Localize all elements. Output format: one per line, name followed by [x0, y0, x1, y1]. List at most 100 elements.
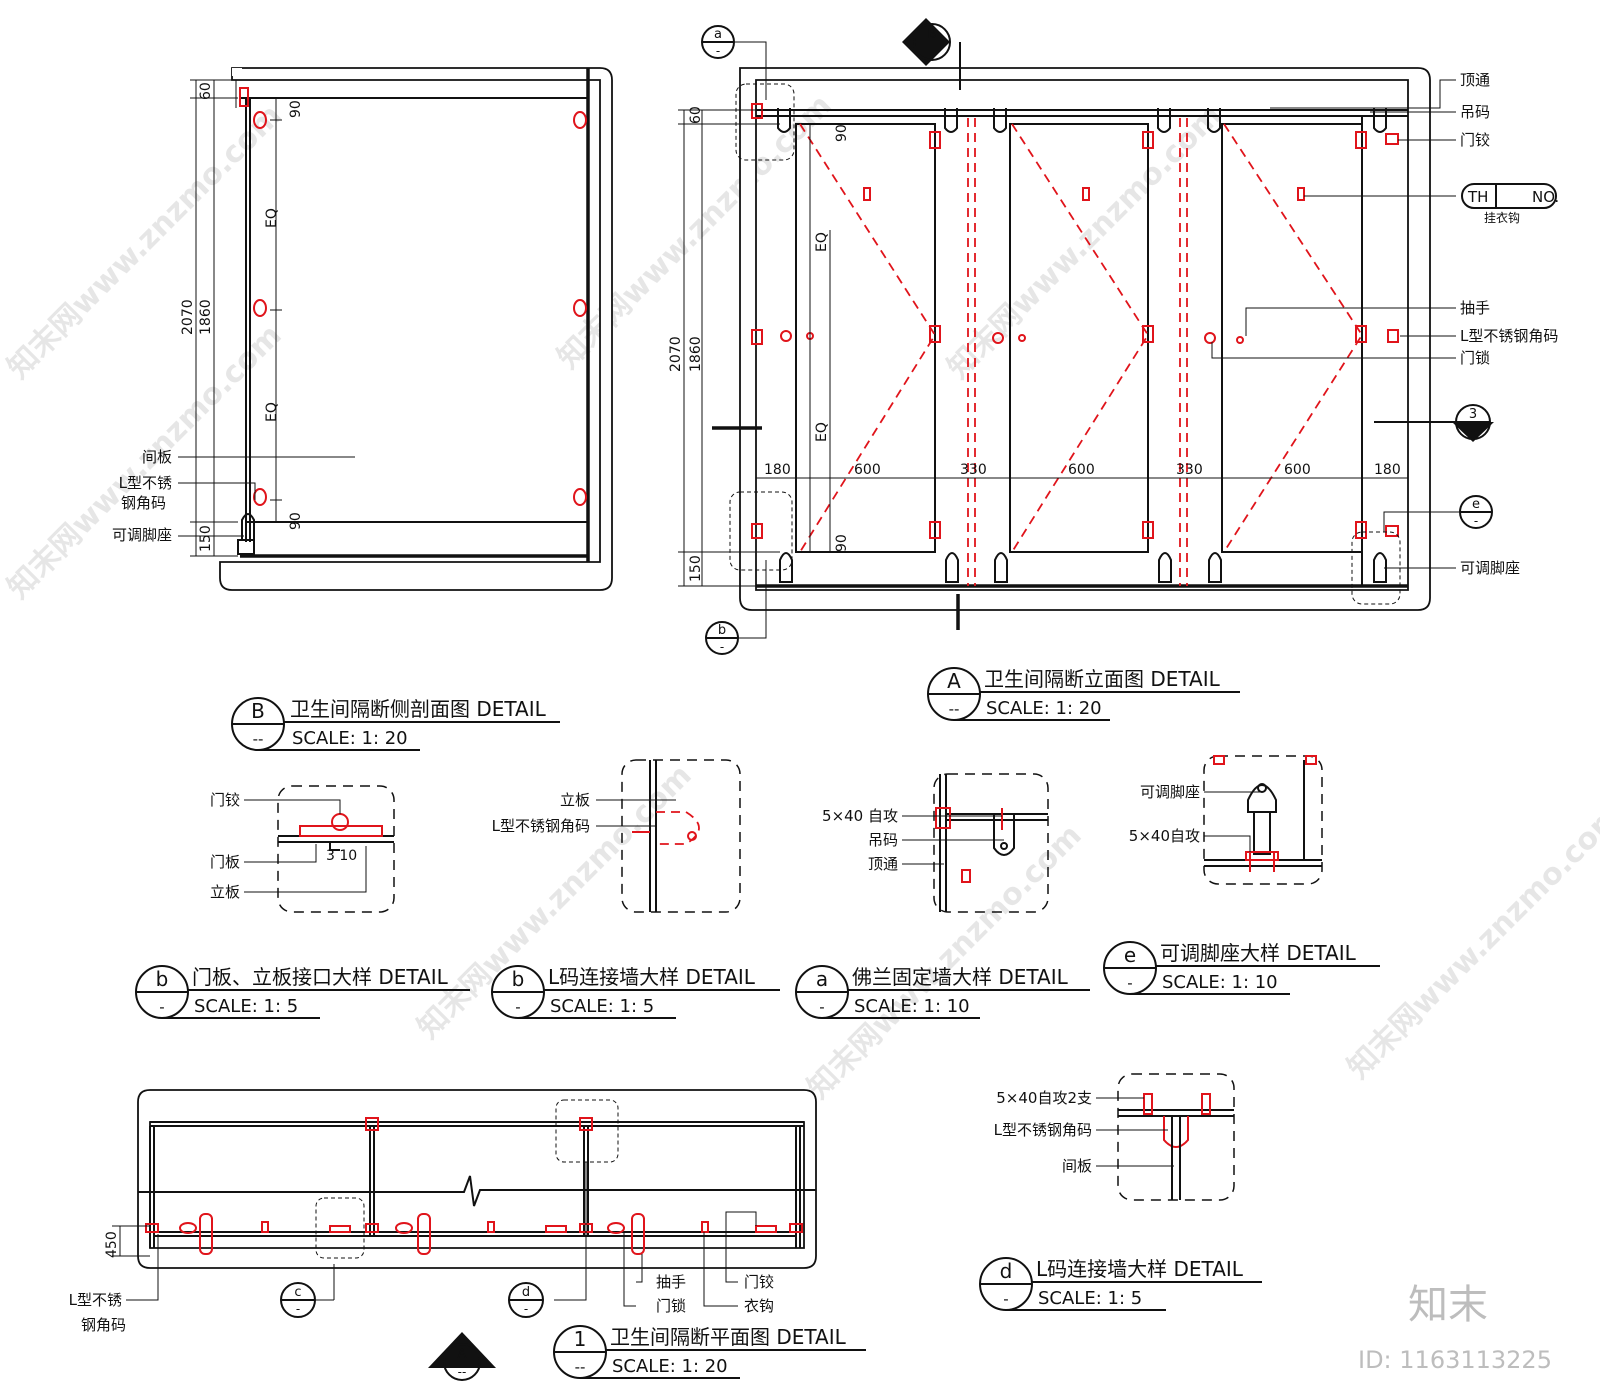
dim-180-left: 180: [764, 462, 791, 478]
concrete-wall: [219, 67, 613, 591]
detail-callout-boxes: [729, 83, 1401, 605]
svg-text:a: a: [714, 27, 722, 42]
callout-b-bottom: b -: [705, 560, 767, 655]
watermark-text: 知末网www.znzmo.com: [1341, 798, 1600, 1086]
foot-base: [237, 539, 255, 555]
dim-450: 450: [104, 1231, 120, 1258]
detail-title: 门板、立板接口大样 DETAIL: [192, 965, 449, 989]
svg-text:-: -: [524, 1302, 528, 1316]
label-handle: 抽手: [1460, 299, 1490, 317]
plan-hardware: [145, 1117, 803, 1255]
label-hanger: 吊码: [868, 831, 898, 849]
dim-eq-lower: EQ: [264, 402, 280, 422]
dim-1860: 1860: [688, 336, 704, 372]
top-clip: [239, 87, 249, 107]
dimension-lines: [190, 79, 282, 557]
title-mark-sub: --: [949, 700, 960, 718]
label-ceiling: 顶通: [868, 855, 898, 873]
detail-scale: SCALE: 1: 5: [194, 996, 298, 1017]
section-marker-3: 3 -: [1374, 404, 1494, 442]
svg-text:-: -: [819, 998, 824, 1016]
brand-logo: 知末: [1408, 1282, 1488, 1328]
elevation-a-drawing: 2070 1860 60 150 90 90 EQ EQ 180 600 330…: [668, 18, 1559, 655]
svg-text:-: -: [716, 44, 720, 58]
label-ceiling: 顶通: [1460, 71, 1490, 89]
detail-d-drawing: 5×40自攻2支 L型不锈钢角码 间板: [994, 1073, 1235, 1201]
dim-600-c: 600: [1284, 462, 1311, 478]
plan-1-scale: SCALE: 1: 20: [612, 1356, 728, 1377]
svg-text:-: -: [1474, 514, 1478, 528]
label-screw: 5×40自攻: [1129, 827, 1200, 845]
section-marker-b: B -: [902, 18, 961, 90]
title-detail-b2: b - L码连接墙大样 DETAIL SCALE: 1: 5: [491, 965, 780, 1019]
title-section-b: B -- 卫生间隔断侧剖面图 DETAIL SCALE: 1: 20: [231, 697, 560, 751]
plan-1-drawing: 450 L型不锈 钢角码 抽手 门锁 门铰 衣钩 c - d -: [69, 1089, 817, 1381]
section-b-scale: SCALE: 1: 20: [292, 728, 408, 749]
elevation-a-title: 卫生间隔断立面图 DETAIL: [984, 667, 1221, 691]
svg-text:b: b: [718, 623, 726, 638]
watermark-text: 知末网www.znzmo.com: [801, 818, 1089, 1106]
title-detail-d: d - L码连接墙大样 DETAIL SCALE: 1: 5: [979, 1257, 1262, 1311]
label-panel: 间板: [142, 448, 172, 466]
label-hook: 挂衣钩: [1484, 210, 1520, 225]
symbol-no: NO.: [1532, 188, 1559, 206]
svg-text:-: -: [720, 640, 724, 654]
label-foot: 可调脚座: [1140, 783, 1200, 801]
title-plan-1: 1 -- 卫生间隔断平面图 DETAIL SCALE: 1: 20: [553, 1325, 866, 1379]
detail-a-drawing: 5×40 自攻 吊码 顶通: [822, 773, 1049, 913]
label-foot: 可调脚座: [1460, 559, 1520, 577]
detail-scale: SCALE: 1: 5: [550, 996, 654, 1017]
label-foot: 可调脚座: [112, 526, 172, 544]
title-mark-b: B: [251, 699, 265, 723]
label-angle: L型不锈钢角码: [492, 817, 590, 835]
dim-150: 150: [688, 555, 704, 582]
section-b-drawing: 2070 1860 60 150 90 90 EQ EQ 间板 L型不锈 钢角码…: [112, 67, 613, 591]
label-hook: 衣钩: [744, 1297, 774, 1315]
title-detail-a: a - 佛兰固定墙大样 DETAIL SCALE: 1: 10: [795, 965, 1090, 1019]
detail-title: 可调脚座大样 DETAIL: [1160, 941, 1357, 965]
label-angle-line1: L型不锈: [69, 1291, 122, 1309]
detail-mark: d: [1000, 1259, 1013, 1283]
adjustable-foot: [241, 513, 255, 541]
label-hinge: 门铰: [210, 791, 240, 809]
plan-callout-boxes: [315, 1099, 619, 1259]
label-angle-line2: 钢角码: [121, 494, 166, 512]
callout-c: c -: [280, 1282, 334, 1318]
svg-text:-: -: [1003, 1290, 1008, 1308]
svg-text:c: c: [294, 1285, 301, 1300]
hardware-marks: [751, 103, 1399, 539]
concrete-frame: [739, 67, 1431, 611]
detail-b2-drawing: 立板 L型不锈钢角码: [492, 759, 741, 913]
title-elevation-a: A -- 卫生间隔断立面图 DETAIL SCALE: 1: 20: [927, 667, 1240, 721]
dim-180-right: 180: [1374, 462, 1401, 478]
svg-text:-: -: [1471, 424, 1475, 438]
section-marker-a: A --: [428, 1332, 496, 1381]
label-hinge: 门铰: [744, 1273, 774, 1291]
plan-1-title: 卫生间隔断平面图 DETAIL: [610, 1325, 847, 1349]
dim-330-a: 330: [960, 462, 987, 478]
hook-symbol: TH NO. 挂衣钩: [1461, 183, 1559, 225]
dim-90-top: 90: [834, 124, 850, 142]
svg-text:-: -: [1127, 974, 1132, 992]
svg-text:d: d: [522, 1285, 530, 1300]
title-mark-a: A: [947, 669, 961, 693]
callout-e: e -: [1383, 495, 1493, 532]
svg-text:-: -: [159, 998, 164, 1016]
title-mark-sub: --: [253, 730, 264, 748]
label-panel: 间板: [1062, 1157, 1092, 1175]
plan-concrete: [137, 1089, 817, 1269]
dim-90-bottom: 90: [834, 534, 850, 552]
dimension-lines: [112, 1225, 150, 1257]
door-swing-lines: [799, 118, 1364, 586]
svg-text:-: -: [515, 998, 520, 1016]
title-mark-1: 1: [574, 1327, 587, 1351]
label-hinge: 门铰: [1460, 131, 1490, 149]
title-detail-b1: b - 门板、立板接口大样 DETAIL SCALE: 1: 5: [135, 965, 470, 1019]
callout-a: a -: [701, 25, 767, 100]
label-door: 门板: [210, 853, 240, 871]
label-screw: 5×40自攻2支: [996, 1089, 1092, 1107]
dim-60: 60: [198, 82, 214, 100]
detail-mark: b: [512, 967, 525, 991]
detail-mark: b: [156, 967, 169, 991]
leader-lines: [126, 1162, 757, 1307]
